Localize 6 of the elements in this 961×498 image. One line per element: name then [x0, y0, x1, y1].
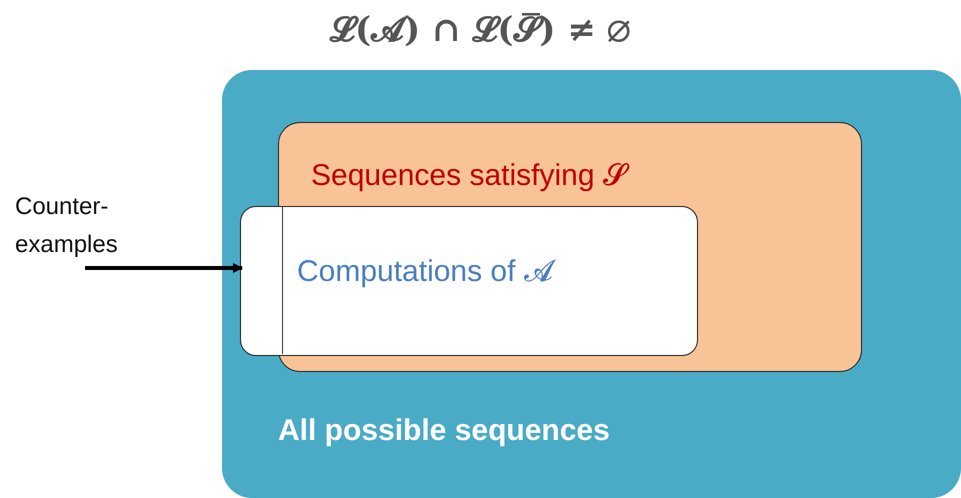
outer-set-region: [222, 70, 961, 498]
callout-label: Counter-examples: [15, 192, 119, 260]
region-label: All possible sequences: [278, 414, 610, 448]
formula-title: 𝓛(𝓐) ∩ 𝓛(𝓢̅) ≠ ∅: [330, 10, 631, 50]
set-region-overlay: [240, 206, 698, 356]
arrow: [85, 263, 243, 273]
